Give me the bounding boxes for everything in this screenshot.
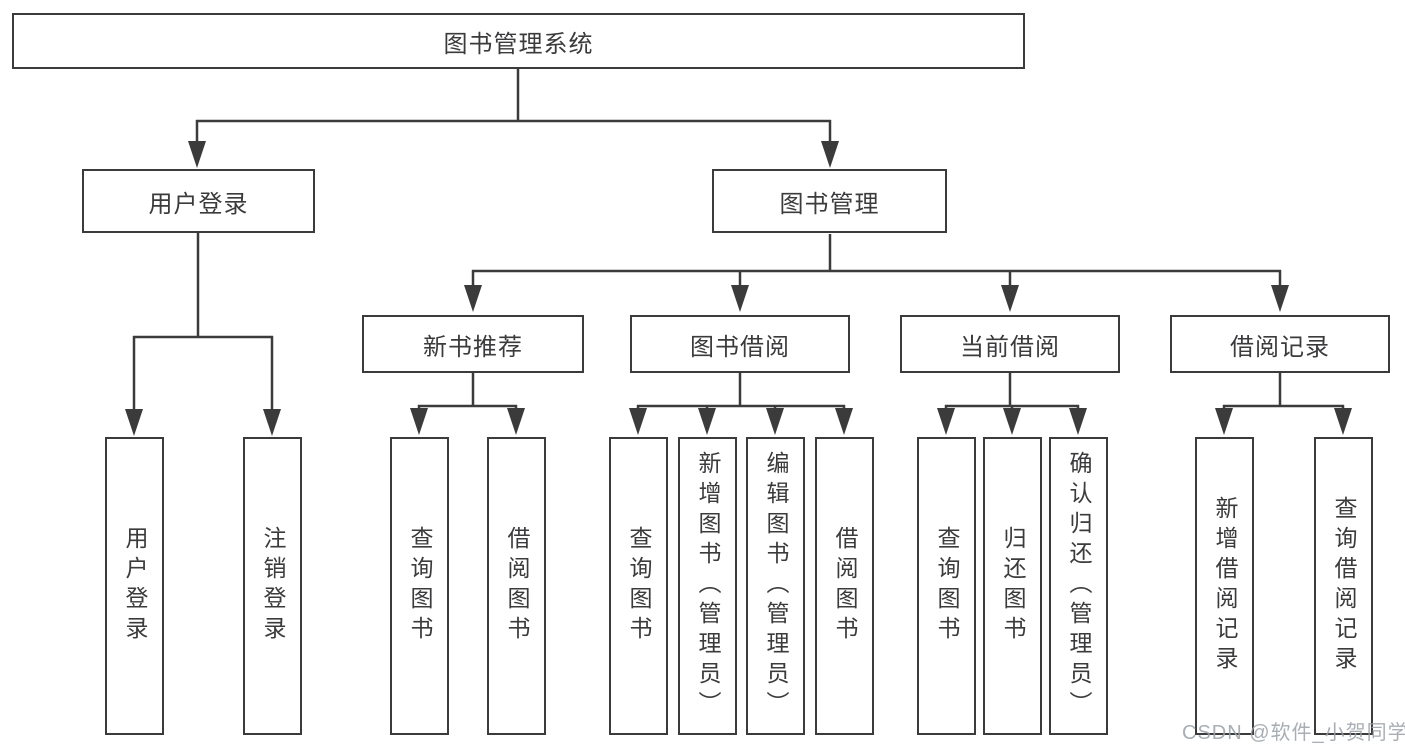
leaf-borrow-books-recommend: 借阅图书: [487, 437, 546, 735]
node-label: 借阅记录: [1230, 333, 1330, 361]
node-label: 新书推荐: [423, 333, 523, 361]
node-label: 图书借阅: [690, 333, 790, 361]
leaf-return-books: 归还图书: [983, 437, 1042, 735]
leaf-add-borrowing-record: 新增借阅记录: [1195, 437, 1254, 735]
node-new-book-recommend: 新书推荐: [362, 315, 584, 373]
node-label: 图书管理: [779, 190, 880, 218]
node-label: 图书管理系统: [443, 30, 594, 58]
node-book-borrowing: 图书借阅: [630, 315, 850, 373]
node-borrowing-records: 借阅记录: [1170, 315, 1390, 373]
leaf-query-books-borrowing: 查询图书: [609, 437, 668, 735]
leaf-borrow-books-borrowing: 借阅图书: [815, 437, 874, 735]
node-user-login: 用户登录: [82, 169, 315, 233]
leaf-logout: 注销登录: [243, 437, 302, 735]
leaf-edit-books-admin: 编辑图书（管理员）: [746, 437, 805, 735]
node-label: 用户登录: [148, 190, 249, 218]
node-library-management-system: 图书管理系统: [12, 13, 1025, 69]
node-label: 当前借阅: [960, 333, 1060, 361]
node-book-management: 图书管理: [712, 169, 947, 233]
leaf-query-books-current: 查询图书: [917, 437, 976, 735]
leaf-query-borrowing-record: 查询借阅记录: [1314, 437, 1373, 735]
leaf-add-books-admin: 新增图书（管理员）: [678, 437, 737, 735]
leaf-query-books-recommend: 查询图书: [390, 437, 449, 735]
arrowheads: [125, 141, 1352, 436]
leaf-user-login: 用户登录: [105, 437, 164, 735]
watermark: CSDN @软件_小贺同学: [1182, 722, 1405, 744]
node-current-borrowing: 当前借阅: [900, 315, 1120, 373]
leaf-confirm-return-admin: 确认归还（管理员）: [1049, 437, 1108, 735]
